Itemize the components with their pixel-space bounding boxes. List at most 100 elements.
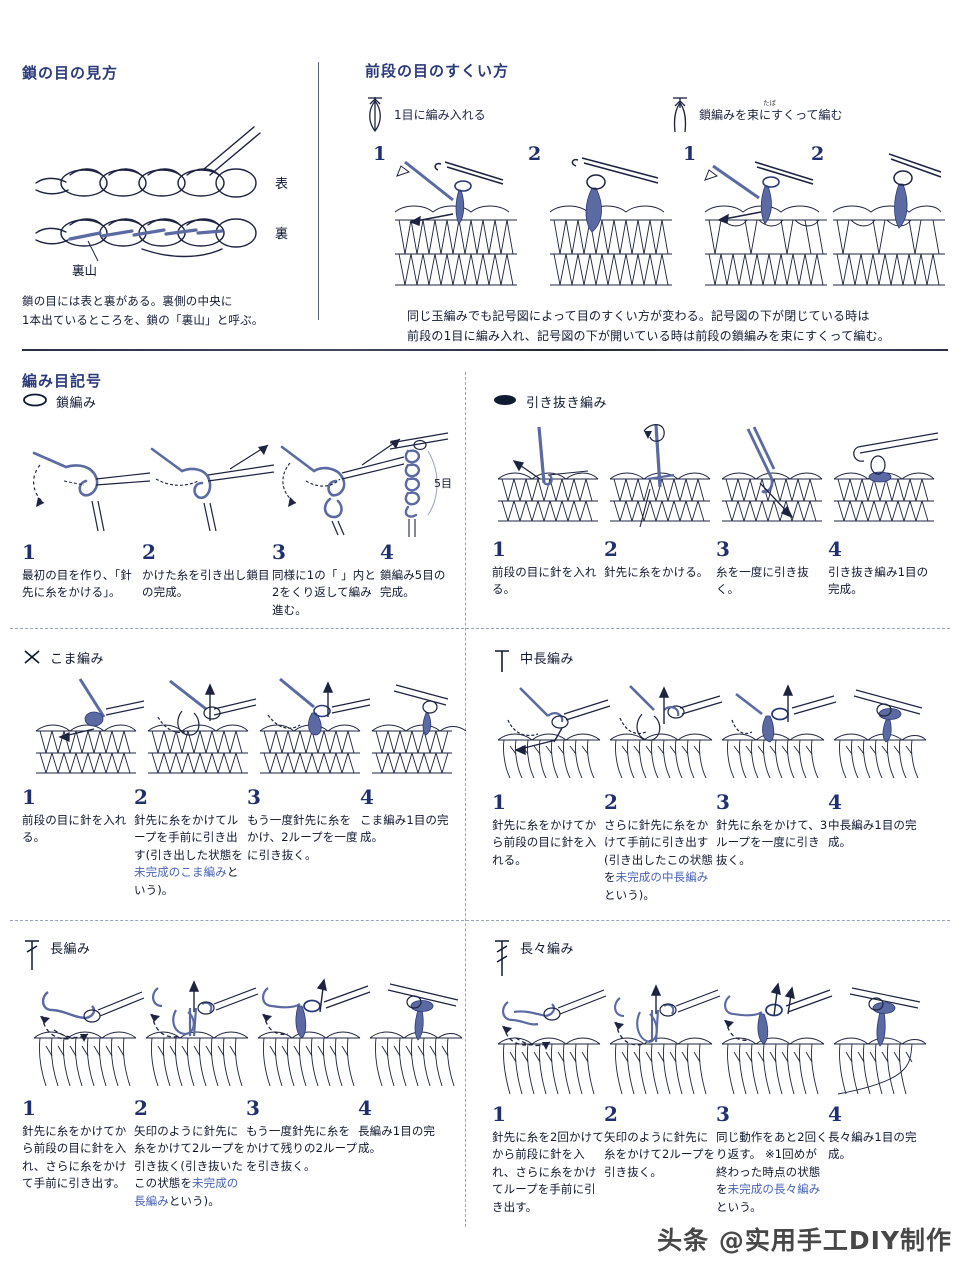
step-item: 2 さらに針先に糸をかけて手前に引き出す(引き出したこの状態を未完成の中長編みと… [604, 792, 716, 904]
caption-line-2: 1本出ているところを、鎖の「裏山」と呼ぶ。 [22, 312, 264, 327]
dc-ill-4 [369, 983, 463, 1087]
step-item: 3 糸を一度に引き抜く。 [716, 539, 828, 599]
chain-ill-1 [32, 451, 151, 532]
step-text-pre: さらに針先に糸をかけて手前に引き出す(引き出したこの状態を [604, 818, 713, 885]
single-symbol-label: こま編み [50, 652, 105, 667]
step-text-post: という)。 [604, 887, 655, 902]
step-item: 3 もう一度針先に糸をかけて残りの2ループを引き抜く。 [246, 1098, 358, 1210]
double-symbol-head: 長編み [22, 938, 452, 972]
furigana-taba: たば [763, 98, 776, 107]
chain-anatomy-illustration: 表 裏 裏山 [35, 126, 288, 278]
caption-line-1: 鎖の目には表と裏がある。裏側の中央に [22, 294, 233, 308]
single-ill-2 [147, 679, 257, 774]
t-slash1-symbol [25, 940, 39, 970]
step-number: 3 [716, 1102, 730, 1126]
single-illustrations [35, 677, 467, 774]
step-text: 針先に糸をかけてから前段の目に針を入れる。 [492, 818, 597, 867]
oval-symbol [23, 393, 47, 407]
step-text: 針先に糸を2回かけてから前段に針を入れ、さらに糸をかけてループを手前に引き出す。 [492, 1130, 604, 1214]
single-ill-3 [259, 677, 371, 774]
pickup-legend-closed-label: 1目に編み入れる [394, 107, 486, 122]
open-bobble-symbol [673, 97, 687, 133]
step-item: 3 同じ動作をあと2回くり返す。 ※1回めが終わった時点の状態を未完成の長々編み… [716, 1104, 828, 1216]
treble-symbol-label: 長々編み [520, 942, 575, 957]
step-item: 4 こま編み1目の完成。 [360, 787, 452, 899]
pickup-caption-line-1: 同じ玉編みでも記号図によって目のすくい方が変わる。記号図の下が閉じている時は [407, 309, 870, 323]
single-ill-4 [371, 684, 467, 774]
step-text: 糸を一度に引き抜く。 [716, 565, 809, 597]
step-text: 前段の目に針を入れる。 [22, 813, 127, 845]
step-number: 1 [492, 790, 506, 814]
step-item: 2 かけた糸を引き出し鎖目の完成。 [142, 542, 272, 619]
step-number: 3 [716, 790, 730, 814]
slip-ill-2 [609, 424, 711, 528]
step-number: 1 [22, 540, 36, 564]
stitch-block-chain: 鎖編み [22, 392, 452, 619]
step-number: 4 [360, 785, 374, 809]
step-text: 同様に1の「 」内と2をくり返して編み進む。 [272, 568, 376, 617]
step-text: 矢印のように針先に糸をかけて2ループを引き抜く(引き抜いたこの状態を未完成の長編… [134, 1123, 246, 1210]
grid-horizontal-divider-1 [10, 628, 950, 629]
step-number: 4 [358, 1096, 372, 1120]
top-vertical-divider [318, 62, 319, 320]
step-text-pre: 同じ動作をあと2回くり返す。 ※1回めが終わった時点の状態を [716, 1130, 828, 1197]
half-double-illustrations [497, 684, 927, 779]
stitch-block-half-double: 中長編み [492, 648, 942, 904]
step-number: 1 [22, 1096, 36, 1120]
grid-horizontal-divider-2 [10, 920, 950, 921]
chain-steps: 1 最初の目を作り、「針先に糸をかける」。 2 かけた糸を引き出し鎖目の完成。 … [22, 542, 452, 619]
chain-ill-3 [280, 438, 405, 536]
stitch-block-single: こま編み [22, 648, 467, 899]
step-text: 中長編み1目の完成。 [828, 818, 917, 850]
step-number: 1 [492, 1102, 506, 1126]
label-front: 表 [275, 177, 288, 192]
step-text: 針先に糸をかけて、3ループを一度に引き抜く。 [716, 818, 828, 867]
step-text: もう一度針先に糸をかけ、2ループを一度に引き抜く。 [247, 813, 358, 862]
half-double-steps: 1 針先に糸をかけてから前段の目に針を入れる。 2 さらに針先に糸をかけて手前に… [492, 792, 942, 904]
step-text-highlight: 未完成のこま編み [134, 865, 227, 880]
dc-ill-1 [33, 991, 145, 1087]
closed-bobble-symbol [368, 97, 382, 133]
main-horizontal-divider [22, 349, 948, 351]
slip-steps: 1 前段の目に針を入れる。 2 針先に糸をかける。 3 糸を一度に引き抜く。 4… [492, 539, 942, 599]
step-number: 3 [272, 540, 286, 564]
pickup-a-step1: 1 [373, 143, 517, 286]
hd-ill-3 [721, 684, 837, 779]
single-steps: 1 前段の目に針を入れる。 2 針先に糸をかけてループを手前に引き出す(引き出し… [22, 787, 452, 899]
step-item: 4 引き抜き編み1目の完成。 [828, 539, 934, 599]
pickup-b-step2: 2 [811, 143, 945, 286]
pickup-legend-open-label: たば 鎖編みを束にすくって編む [699, 99, 843, 123]
step-text: 鎖編み5目の完成。 [380, 568, 446, 600]
chain-ill-2 [150, 444, 275, 532]
pickup-panel: 前段の目のすくい方 1目に編み入れる [365, 60, 955, 347]
chain-illustrations: 5目 [32, 432, 452, 537]
step-number: 2 [811, 143, 824, 165]
step-text-highlight: 未完成の長編み [134, 1176, 239, 1208]
treble-steps: 1 針先に糸を2回かけてから前段に針を入れ、さらに糸をかけてループを手前に引き出… [492, 1104, 942, 1216]
step-text: もう一度針先に糸をかけて残りの2ループを引き抜く。 [246, 1124, 358, 1173]
step-item: 4 中長編み1目の完成。 [828, 792, 934, 904]
hd-ill-2 [609, 685, 723, 779]
tr-ill-1 [497, 989, 607, 1095]
pickup-a-step2: 2 [528, 143, 672, 286]
step-number: 2 [604, 790, 618, 814]
step-item: 3 もう一度針先に糸をかけ、2ループを一度に引き抜く。 [247, 787, 360, 899]
step-number: 4 [828, 790, 842, 814]
step-item: 1 針先に糸をかけてから前段の目に針を入れ、さらに糸をかけて手前に引き出す。 [22, 1098, 134, 1210]
double-symbol-label: 長編み [50, 942, 91, 957]
step-number: 2 [134, 1096, 148, 1120]
pickup-legend-closed: 1目に編み入れる [365, 94, 670, 134]
single-symbol-head: こま編み [22, 648, 452, 667]
step-item: 1 前段の目に針を入れる。 [492, 539, 604, 599]
t-slash2-symbol [495, 940, 509, 976]
step-item: 3 針先に糸をかけて、3ループを一度に引き抜く。 [716, 792, 828, 904]
slip-ill-4 [833, 432, 939, 522]
step-item: 1 前段の目に針を入れる。 [22, 787, 134, 899]
step-item: 1 針先に糸を2回かけてから前段に針を入れ、さらに糸をかけてループを手前に引き出… [492, 1104, 604, 1216]
step-number: 2 [134, 785, 148, 809]
chain-symbol-label: 鎖編み [56, 396, 97, 411]
step-item: 2 針先に糸をかけてループを手前に引き出す(引き出した状態を未完成のこま編みとい… [134, 787, 247, 899]
step-item: 2 矢印のように針先に糸をかけて2ループを引き抜く。 [604, 1104, 716, 1216]
half-double-symbol-head: 中長編み [492, 648, 942, 674]
